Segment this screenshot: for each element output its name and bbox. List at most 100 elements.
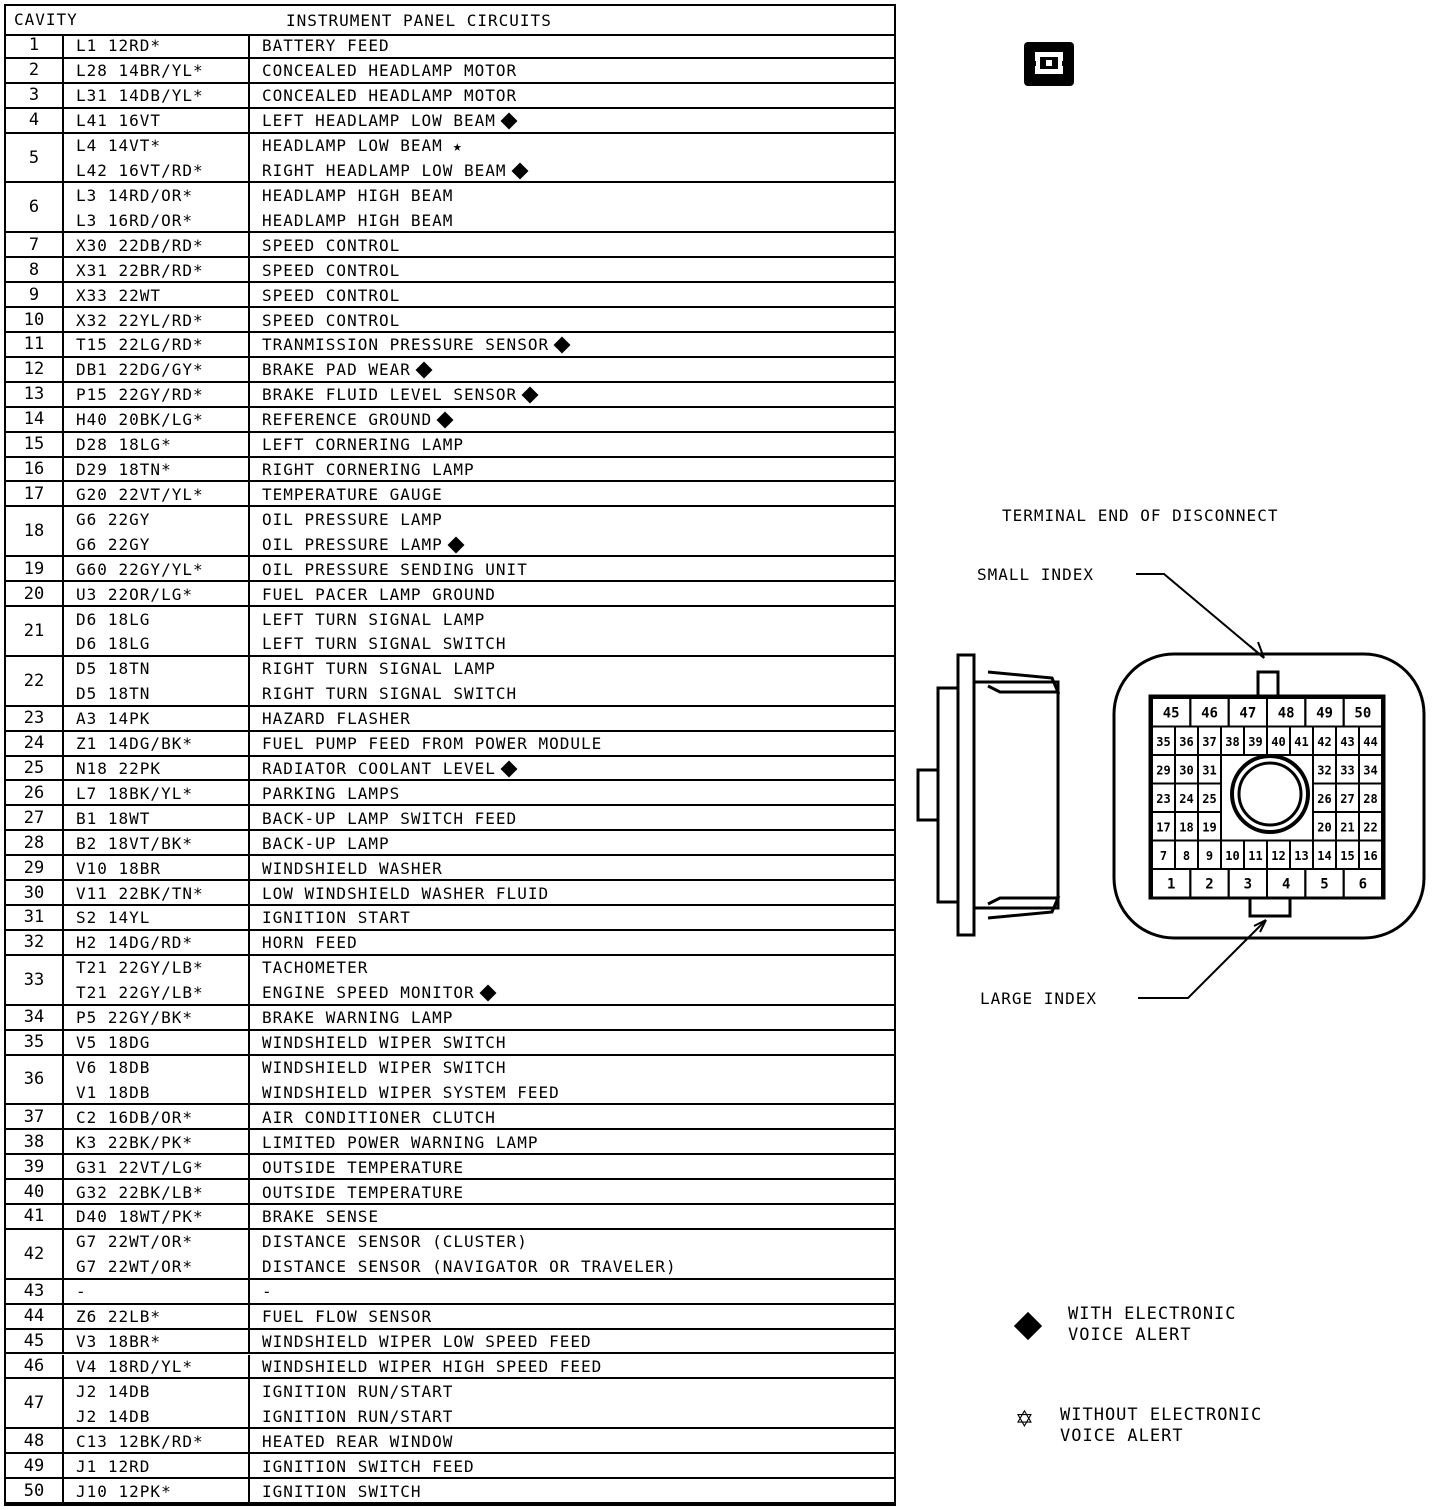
wire-code: X30 22DB/RD*	[76, 235, 204, 255]
circuit-description: ENGINE SPEED MONITOR	[262, 983, 497, 1003]
circuit-text: BRAKE PAD WEAR	[262, 360, 411, 380]
circuit-cell: -	[250, 1280, 894, 1303]
terminal-number: 28	[1363, 792, 1377, 806]
circuit-cell: OUTSIDE TEMPERATURE	[250, 1180, 894, 1203]
circuit-cell: TEMPERATURE GAUGE	[250, 482, 894, 505]
terminal-number: 1	[1167, 876, 1175, 892]
wire-code: A3 14PK	[76, 709, 151, 729]
circuit-cell: LOW WINDSHIELD WASHER FLUID	[250, 881, 894, 904]
circuit-description: IGNITION RUN/START	[262, 1382, 453, 1402]
wire-cell: V3 18BR*	[64, 1329, 250, 1353]
circuit-cell: DISTANCE SENSOR (CLUSTER)DISTANCE SENSOR…	[250, 1230, 894, 1278]
wire-cell: L4 14VT*L42 16VT/RD*	[64, 133, 250, 182]
cavity-number: 22	[6, 656, 64, 705]
header-cavity: CAVITY	[14, 10, 78, 29]
circuit-text: IGNITION SWITCH FEED	[262, 1456, 475, 1476]
circuit-description: TRANMISSION PRESSURE SENSOR	[262, 335, 571, 355]
circuit-text: BACK-UP LAMP	[262, 833, 390, 853]
circuit-cell: RIGHT CORNERING LAMP	[250, 458, 894, 481]
circuit-text: WINDSHIELD WIPER SWITCH	[262, 1057, 507, 1077]
circuit-description: BRAKE SENSE	[262, 1207, 379, 1227]
circuit-text: OUTSIDE TEMPERATURE	[262, 1157, 465, 1177]
circuit-cell: OUTSIDE TEMPERATURE	[250, 1155, 894, 1178]
circuit-text: RIGHT TURN SIGNAL SWITCH	[262, 684, 518, 704]
circuit-cell: BATTERY FEED	[250, 34, 894, 57]
circuit-description: LIMITED POWER WARNING LAMP	[262, 1133, 538, 1153]
cavity-number: 27	[6, 806, 64, 830]
circuit-cell: BRAKE FLUID LEVEL SENSOR	[250, 383, 894, 406]
wire-code: L28 14BR/YL*	[76, 61, 204, 81]
terminal-number: 14	[1317, 849, 1331, 863]
wire-cell: D40 18WT/PK*	[64, 1205, 250, 1228]
circuit-text: BACK-UP LAMP SWITCH FEED	[262, 808, 518, 828]
wire-code: D28 18LG*	[76, 435, 172, 455]
circuit-description: SPEED CONTROL	[262, 311, 400, 331]
circuit-text: IGNITION START	[262, 908, 411, 928]
terminal-number: 45	[1163, 705, 1180, 721]
terminal-number: 16	[1363, 849, 1377, 863]
circuit-text: OIL PRESSURE LAMP	[262, 534, 443, 554]
terminal-number: 25	[1202, 792, 1216, 806]
cavity-number: 20	[6, 582, 64, 606]
terminal-number: 22	[1363, 820, 1377, 834]
wire-cell: H2 14DG/RD*	[64, 930, 250, 954]
circuit-description: REFERENCE GROUND	[262, 410, 454, 430]
circuit-description: SPEED CONTROL	[262, 236, 400, 256]
cavity-number: 25	[6, 756, 64, 780]
circuit-cell: BRAKE PAD WEAR	[250, 358, 894, 381]
wire-code: K3 22BK/PK*	[76, 1132, 193, 1152]
wire-code: L7 18BK/YL*	[76, 783, 193, 803]
small-index-label: SMALL INDEX	[977, 565, 1094, 584]
cavity-number: 10	[6, 308, 64, 331]
circuit-cell: SPEED CONTROL	[250, 258, 894, 281]
diagram-title: TERMINAL END OF DISCONNECT	[1002, 506, 1279, 525]
wire-cell: DB1 22DG/GY*	[64, 357, 250, 381]
circuit-text: FUEL PACER LAMP GROUND	[262, 584, 496, 604]
wire-cell: -	[64, 1279, 250, 1303]
circuit-cell: TACHOMETER ENGINE SPEED MONITOR	[250, 956, 894, 1004]
circuit-cell: REFERENCE GROUND	[250, 408, 894, 431]
cavity-number: 47	[6, 1379, 64, 1428]
diamond-icon	[447, 536, 465, 554]
circuit-text: TACHOMETER	[262, 958, 369, 978]
wire-cell: S2 14YL	[64, 906, 250, 929]
diamond-icon	[479, 984, 497, 1002]
wire-code: V10 18BR	[76, 858, 162, 878]
wire-cell: V10 18BR	[64, 856, 250, 880]
circuit-description: HEADLAMP HIGH BEAM	[262, 211, 453, 231]
wire-code: P15 22GY/RD*	[76, 385, 204, 405]
circuit-text: -	[262, 1282, 273, 1302]
wire-cell: B1 18WT	[64, 806, 250, 830]
circuit-text: LEFT HEADLAMP LOW BEAM	[262, 111, 496, 131]
circuit-description: SPEED CONTROL	[262, 286, 400, 306]
wire-cell: L28 14BR/YL*	[64, 58, 250, 82]
terminal-number: 47	[1239, 705, 1256, 721]
terminal-number: 34	[1363, 763, 1377, 777]
legend-without-voice-alert: WITHOUT ELECTRONIC VOICE ALERT	[1060, 1405, 1263, 1446]
wire-code: G7 22WT/OR*	[76, 1232, 193, 1252]
wire-cell: L1 12RD*	[64, 34, 250, 57]
diamond-icon	[436, 411, 454, 429]
circuit-text: WINDSHIELD WIPER LOW SPEED FEED	[262, 1332, 592, 1352]
cavity-number: 41	[6, 1205, 64, 1228]
circuit-text: BRAKE FLUID LEVEL SENSOR	[262, 385, 518, 405]
star-icon: ★	[452, 137, 463, 156]
circuit-description: AIR CONDITIONER CLUTCH	[262, 1108, 496, 1128]
wire-code: H2 14DG/RD*	[76, 933, 193, 953]
cavity-number: 4	[6, 108, 64, 132]
cavity-number: 9	[6, 283, 64, 307]
terminal-cell	[1342, 868, 1384, 899]
terminal-number: 17	[1156, 820, 1170, 834]
wire-code: T15 22LG/RD*	[76, 335, 204, 355]
wire-code: G60 22GY/YL*	[76, 559, 204, 579]
wire-code: D5 18TN	[76, 659, 151, 679]
cavity-number: 34	[6, 1005, 64, 1029]
